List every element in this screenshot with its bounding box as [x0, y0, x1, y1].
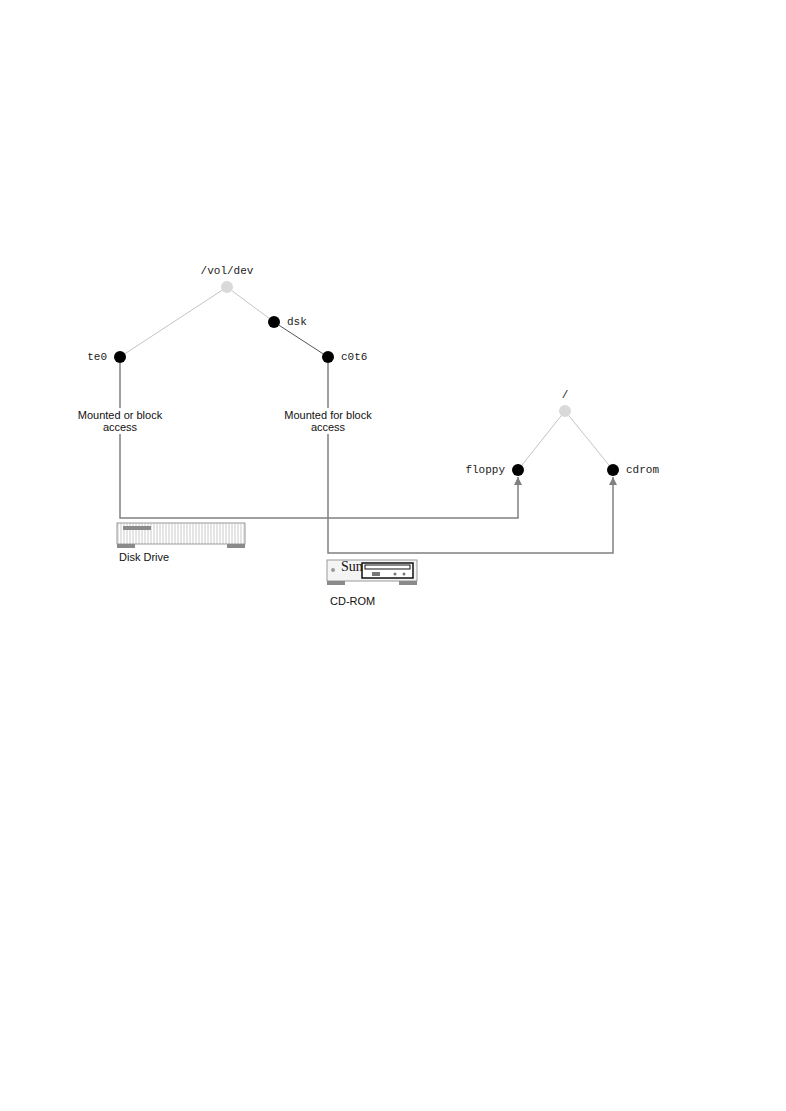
node-label: /vol/dev	[201, 265, 254, 278]
logo-text: Sun	[341, 560, 363, 573]
node-dot	[268, 316, 280, 328]
edge-label: Mounted or block access	[72, 408, 168, 434]
cdrom-icon	[327, 560, 417, 585]
node-label: /	[562, 389, 569, 402]
tree-node: cdrom	[607, 464, 659, 477]
tree-node: floppy	[465, 464, 524, 477]
connector	[569, 416, 609, 466]
disk-drive-icon	[117, 523, 245, 548]
device-label: Disk Drive	[119, 551, 169, 564]
node-label: c0t6	[341, 351, 367, 364]
node-dot	[114, 351, 126, 363]
tree-node: /	[559, 389, 571, 417]
node-label: te0	[87, 351, 107, 364]
node-dot	[559, 405, 571, 417]
node-label: dsk	[287, 316, 307, 329]
device-label: CD-ROM	[330, 595, 375, 608]
tree-node: dsk	[268, 316, 307, 329]
tree-node: /vol/dev	[201, 265, 254, 293]
edge-label: Mounted for block access	[280, 408, 376, 434]
connector	[232, 291, 269, 319]
node-label: floppy	[465, 464, 505, 477]
node-label: cdrom	[626, 464, 659, 477]
tree-node: c0t6	[322, 351, 367, 364]
node-dot	[607, 464, 619, 476]
connector	[125, 290, 222, 353]
connector	[328, 363, 613, 553]
node-dot	[221, 281, 233, 293]
connector	[522, 416, 562, 466]
connector	[120, 363, 518, 518]
tree-node: te0	[87, 351, 126, 364]
connector	[279, 325, 323, 353]
node-dot	[512, 464, 524, 476]
node-dot	[322, 351, 334, 363]
